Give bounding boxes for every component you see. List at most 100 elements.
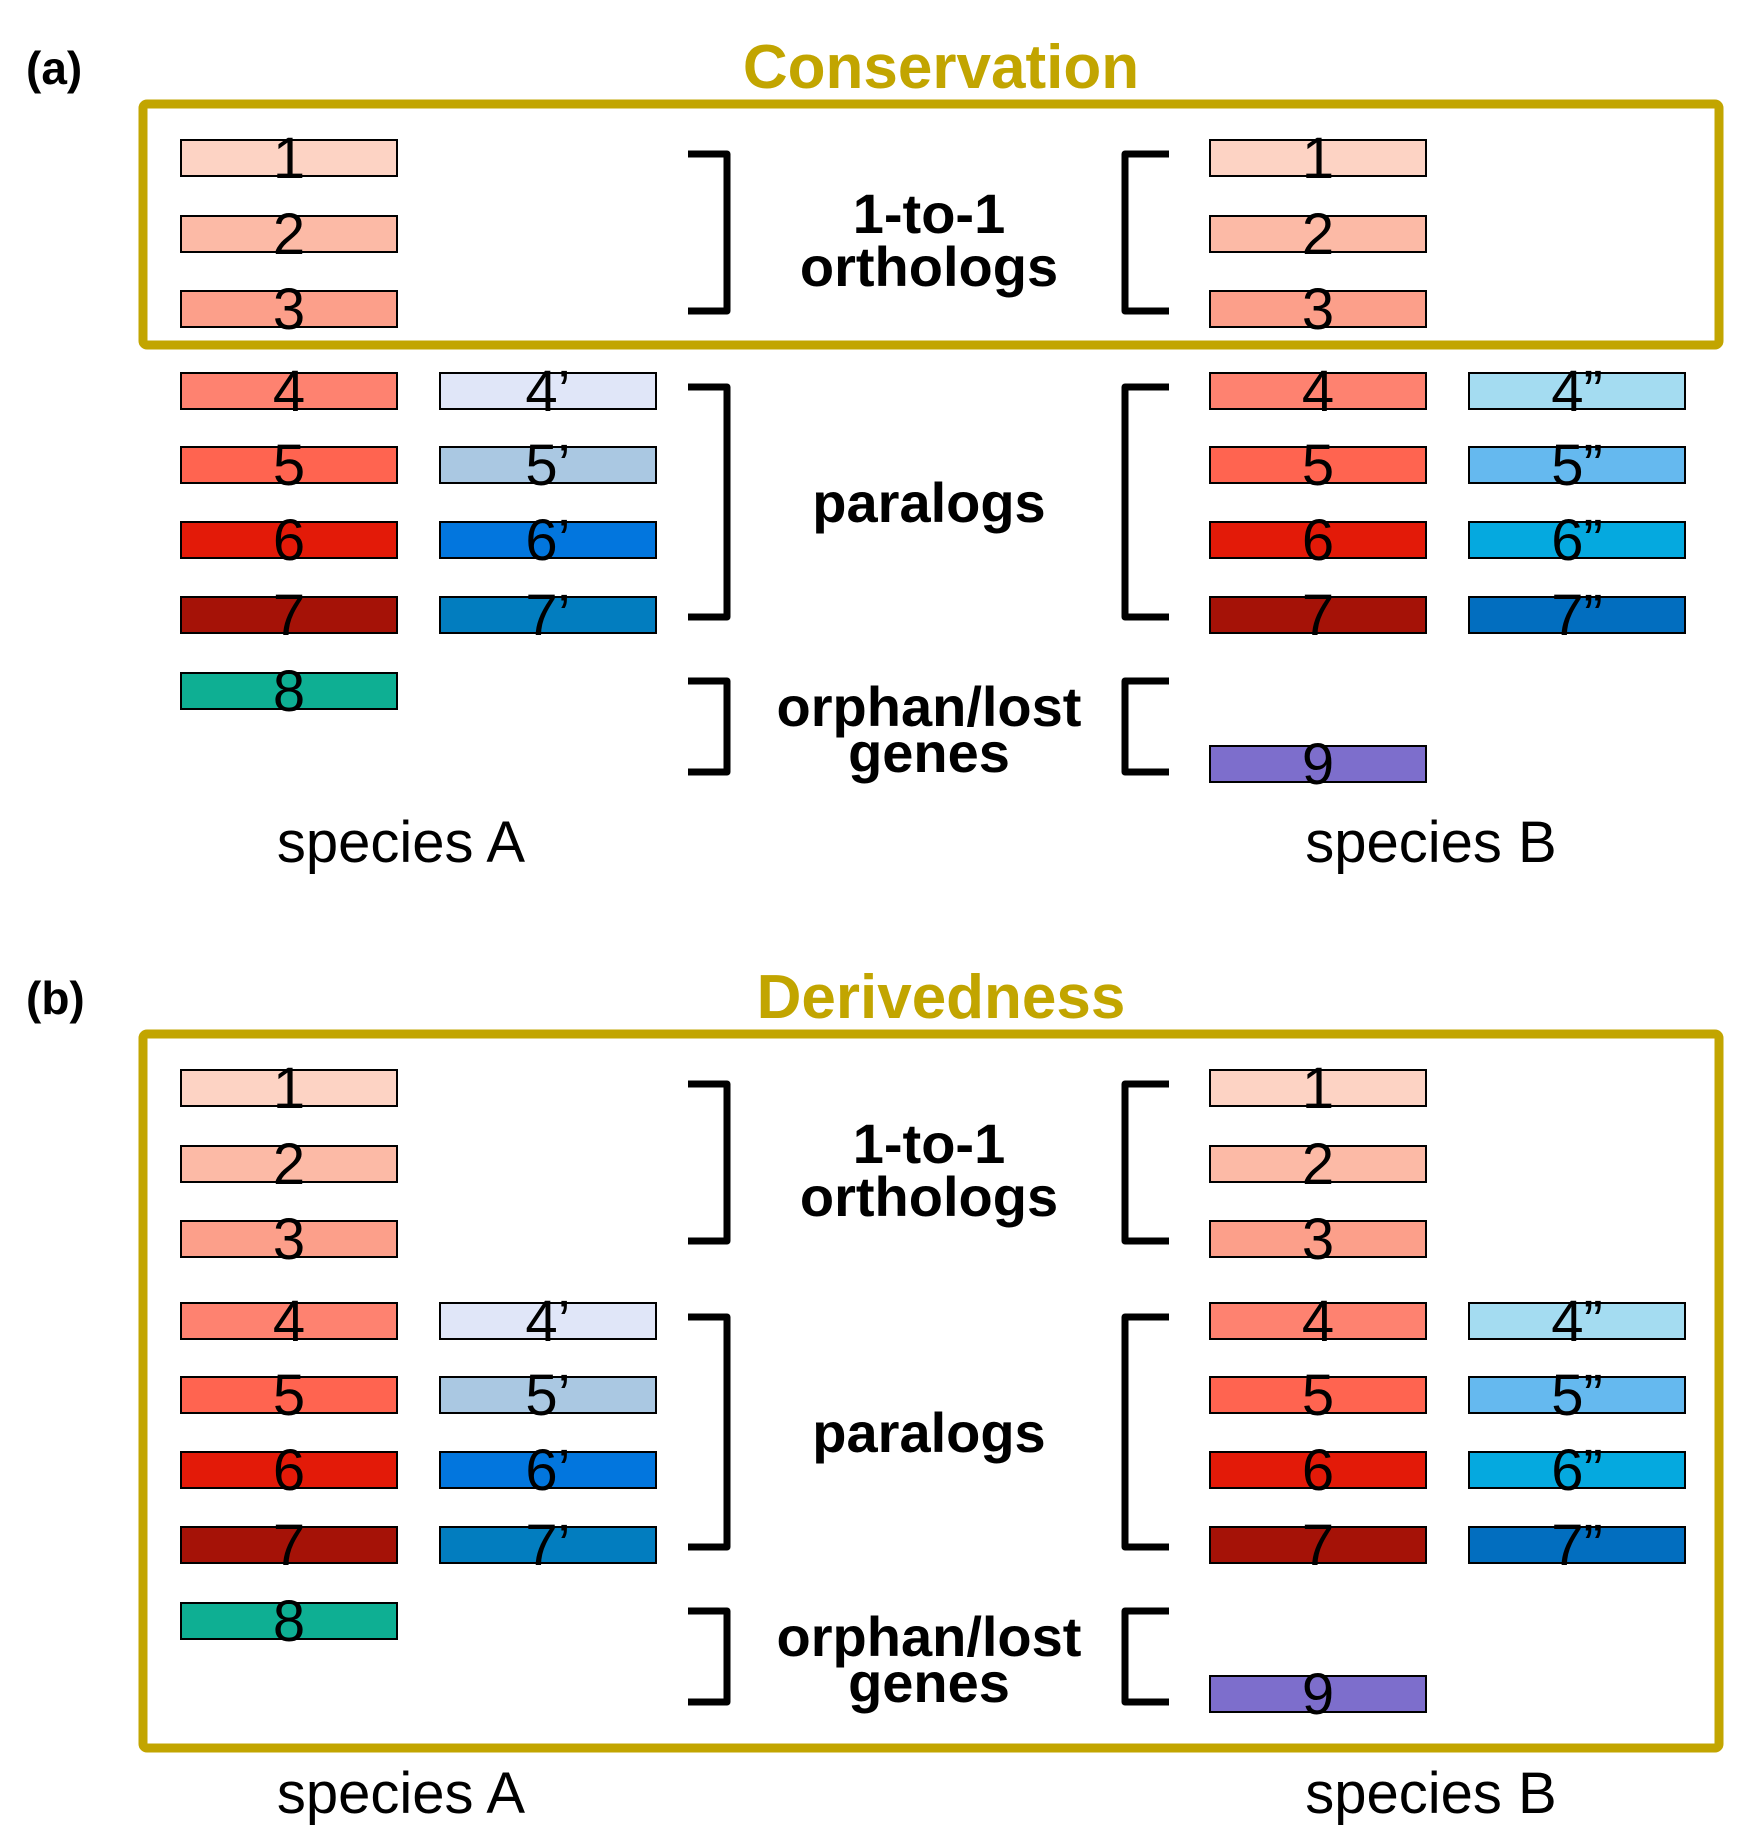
bracket-left-orthologs: [688, 1080, 731, 1245]
gene-bar: [1209, 1069, 1427, 1107]
gene-label: 6”: [1551, 1438, 1603, 1503]
gene-label: 1: [273, 126, 305, 191]
gene-bar: [1209, 139, 1427, 177]
gene-bar: [1468, 446, 1686, 484]
gene-b-5: 5: [1209, 433, 1427, 498]
gene-label: 3: [1302, 277, 1334, 342]
gene-a-5: 5: [180, 433, 398, 498]
gene-bar: [180, 1302, 398, 1340]
gene-label: 4’: [525, 1289, 570, 1354]
gene-bar: [180, 1069, 398, 1107]
gene-bar: [1209, 521, 1427, 559]
gene-bar: [439, 1451, 657, 1489]
gene-label: 6: [1302, 508, 1334, 573]
gene-bar: [1209, 1675, 1427, 1713]
gene-b-9: 9: [1209, 732, 1427, 797]
gene-label: 5: [273, 433, 305, 498]
category-label-orthologs: orthologs: [800, 235, 1058, 298]
gene-bar: [180, 1220, 398, 1258]
gene-b-2: 2: [1209, 1132, 1427, 1197]
gene-b-7: 7: [1209, 583, 1427, 648]
gene-label: 6: [273, 1438, 305, 1503]
gene-b-6: 6: [1209, 1438, 1427, 1503]
gene-label: 5”: [1551, 433, 1603, 498]
bracket-right-orthologs: [1121, 1080, 1169, 1245]
gene-b-2: 2: [1209, 202, 1427, 267]
gene-bar: [180, 372, 398, 410]
gene-label: 6’: [525, 1438, 570, 1503]
gene-bar: [180, 446, 398, 484]
gene-label: 7: [273, 1513, 305, 1578]
gene-label: 1: [273, 1056, 305, 1121]
bracket-right-orphans: [1121, 1607, 1169, 1706]
bracket-left-paralogs: [688, 383, 731, 621]
gene-bar: [1468, 1376, 1686, 1414]
gene-label: 3: [1302, 1207, 1334, 1272]
bracket-right-orthologs: [1121, 150, 1169, 315]
gene-bar: [1468, 1451, 1686, 1489]
gene-label: 8: [273, 659, 305, 724]
gene-label: 4’: [525, 359, 570, 424]
gene-b-4: 4: [1209, 359, 1427, 424]
gene-label: 9: [1302, 1662, 1334, 1727]
category-label-orthologs: 1-to-1: [853, 182, 1005, 245]
category-label-paralogs: paralogs: [812, 471, 1045, 534]
gene-label: 6”: [1551, 508, 1603, 573]
gene-label: 7”: [1551, 1513, 1603, 1578]
gene-label: 4”: [1551, 1289, 1603, 1354]
gene-label: 6’: [525, 508, 570, 573]
gene-bar: [439, 521, 657, 559]
bracket-left-orphans: [688, 677, 731, 776]
gene-a-6p: 6’: [439, 1438, 657, 1503]
gene-label: 9: [1302, 732, 1334, 797]
gene-bar: [439, 446, 657, 484]
gene-label: 4: [273, 359, 305, 424]
gene-b-1: 1: [1209, 126, 1427, 191]
gene-bar: [1468, 372, 1686, 410]
gene-bar: [180, 1451, 398, 1489]
gene-bar: [180, 215, 398, 253]
gene-a-7: 7: [180, 1513, 398, 1578]
gene-label: 5’: [525, 433, 570, 498]
gene-bar: [439, 1376, 657, 1414]
gene-label: 2: [273, 1132, 305, 1197]
gene-label: 1: [1302, 126, 1334, 191]
gene-label: 6: [1302, 1438, 1334, 1503]
gene-bar: [1209, 596, 1427, 634]
highlight-box: [138, 99, 1724, 350]
bracket-right-paralogs: [1121, 383, 1169, 621]
gene-bar: [439, 596, 657, 634]
panel-a-letter: (a): [26, 42, 82, 94]
gene-label: 2: [1302, 202, 1334, 267]
gene-label: 7: [1302, 583, 1334, 648]
category-label-orphans: genes: [848, 1651, 1010, 1714]
gene-label: 6: [273, 508, 305, 573]
gene-label: 4: [1302, 1289, 1334, 1354]
gene-a-5p: 5’: [439, 433, 657, 498]
gene-a-6p: 6’: [439, 508, 657, 573]
panel-b-species-b-label: species B: [1305, 1761, 1556, 1826]
gene-label: 2: [273, 202, 305, 267]
category-label-orphans: orphan/lost: [777, 1605, 1082, 1668]
gene-bar: [439, 1526, 657, 1564]
gene-bar: [180, 1602, 398, 1640]
gene-a-1: 1: [180, 1056, 398, 1121]
gene-a-1: 1: [180, 126, 398, 191]
gene-bar: [1468, 521, 1686, 559]
gene-label: 5”: [1551, 1363, 1603, 1428]
gene-label: 3: [273, 1207, 305, 1272]
gene-label: 5: [273, 1363, 305, 1428]
gene-bar: [439, 1302, 657, 1340]
gene-a-4p: 4’: [439, 359, 657, 424]
gene-bar: [1209, 1145, 1427, 1183]
gene-bar: [180, 139, 398, 177]
gene-bar: [180, 521, 398, 559]
gene-label: 7”: [1551, 583, 1603, 648]
panel-a-species-b-label: species B: [1305, 810, 1556, 875]
gene-bar: [1468, 1302, 1686, 1340]
gene-bar: [180, 290, 398, 328]
gene-bar: [1209, 372, 1427, 410]
gene-bar: [1209, 215, 1427, 253]
gene-b-5: 5: [1209, 1363, 1427, 1428]
gene-b-1: 1: [1209, 1056, 1427, 1121]
